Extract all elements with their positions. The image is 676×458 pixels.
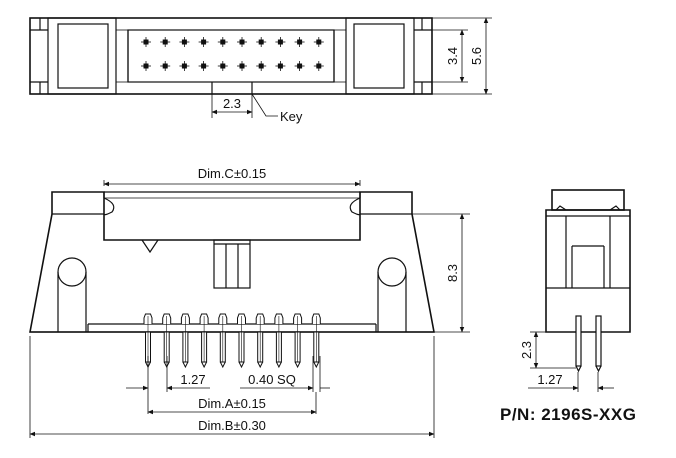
top-pin (237, 61, 247, 71)
dim-side-pin-length-label: 2.3 (519, 341, 534, 359)
top-pin (217, 37, 228, 47)
front-post-right (377, 257, 407, 332)
side-pins (575, 315, 602, 373)
front-post-left (57, 257, 87, 332)
part-number: P/N: 2196S-XXG (500, 405, 636, 424)
dim-key-width: 2.3 (223, 96, 241, 111)
top-pin (198, 61, 209, 71)
front-view: Dim.C±0.15 8.3 1.27 0.40 SQ Dim.A (29, 166, 470, 438)
front-dim-b: Dim.B±0.30 (29, 336, 435, 438)
dim-side-pitch-label: 1.27 (537, 372, 562, 387)
top-pin (198, 37, 209, 47)
top-dim-heights: 3.4 5.6 (432, 17, 492, 95)
side-body (545, 209, 631, 333)
top-pin (217, 61, 228, 71)
top-pin (179, 37, 190, 47)
dim-pitch-label: 1.27 (180, 372, 205, 387)
top-pin (275, 61, 286, 71)
top-cavity (127, 29, 335, 83)
dim-height-label: 8.3 (445, 264, 460, 282)
top-pin (275, 37, 286, 47)
dim-b-label: Dim.B±0.30 (198, 418, 266, 433)
top-right-latch (333, 17, 432, 95)
top-pin (294, 37, 305, 47)
dim-top-height-outer: 5.6 (469, 47, 484, 65)
top-pin (160, 37, 171, 47)
key-label: Key (280, 109, 303, 124)
front-pin (143, 313, 153, 369)
top-pin (294, 61, 305, 71)
front-pin (199, 313, 209, 369)
front-pin (274, 313, 284, 369)
front-key-block (213, 239, 251, 289)
top-view-body (29, 17, 433, 95)
dim-pin-size-label: 0.40 SQ (248, 372, 296, 387)
front-dim-height: 8.3 (412, 213, 470, 333)
front-view-body (29, 191, 435, 333)
polarization-mark (141, 239, 159, 254)
dim-top-height-inner: 3.4 (445, 47, 460, 65)
top-pin (160, 61, 171, 71)
side-dim-pin-length: 2.3 (519, 331, 576, 369)
top-view: 3.4 5.6 2.3 Key (29, 17, 492, 124)
side-cap (551, 189, 625, 211)
front-pin (237, 313, 246, 369)
dim-a-label: Dim.A±0.15 (198, 396, 266, 411)
front-latch-left (103, 192, 115, 216)
front-dim-pitch: 1.27 0.40 SQ (126, 356, 330, 392)
front-dim-c: Dim.C±0.15 (103, 166, 361, 187)
top-pin (141, 61, 151, 71)
side-dim-pitch: 1.27 (528, 372, 614, 392)
top-pin (179, 61, 190, 71)
key-notch (211, 82, 253, 94)
front-pin (180, 313, 190, 369)
top-pin (141, 37, 151, 47)
top-pin (313, 61, 324, 71)
top-pin-grid (141, 37, 324, 71)
front-pin (255, 313, 265, 369)
dim-c-label: Dim.C±0.15 (198, 166, 267, 181)
top-dim-key: 2.3 Key (211, 93, 303, 124)
top-pin (256, 61, 267, 71)
front-pins (143, 313, 321, 369)
front-pin (311, 313, 321, 369)
front-latch-right (349, 192, 361, 216)
side-view: 2.3 1.27 (519, 189, 631, 392)
top-pin (256, 37, 267, 47)
front-pin (218, 313, 228, 369)
front-pin (293, 313, 303, 369)
top-pin (313, 37, 324, 47)
top-pin (237, 37, 247, 47)
front-dim-a: Dim.A±0.15 (147, 392, 317, 415)
top-left-latch (30, 17, 129, 95)
